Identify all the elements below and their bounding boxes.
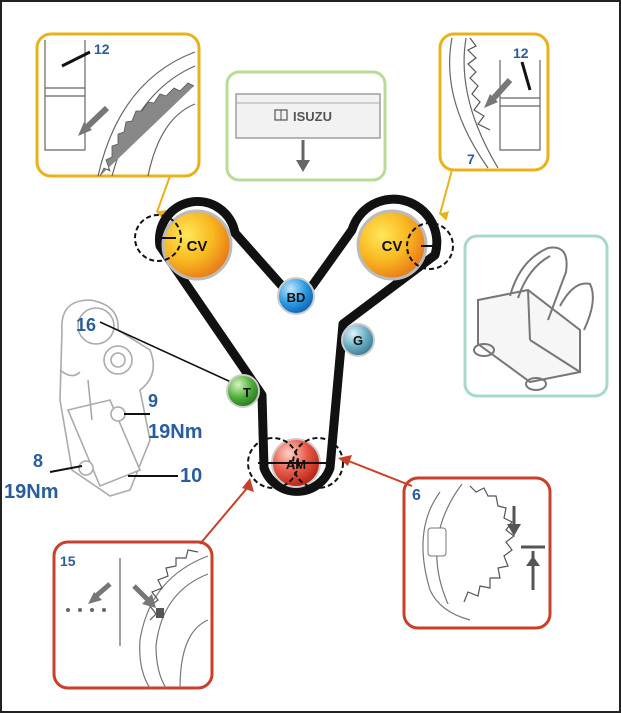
callout-number-a: 12 [513, 45, 529, 61]
yellow-arrow-right [439, 169, 453, 221]
pulley-bd: BD [277, 277, 315, 315]
callout-number: 15 [60, 553, 76, 569]
timing-belt [154, 194, 442, 496]
leader-16 [99, 321, 245, 389]
timing-marks [160, 237, 440, 464]
callout-bottom-right: 6 [402, 476, 552, 630]
pulley-label: BD [287, 290, 306, 305]
tensioner-assembly [59, 299, 155, 497]
label-16: 16 [76, 315, 96, 335]
callout-number: 12 [94, 41, 110, 57]
callout-top-left: 12 [35, 32, 201, 178]
torque-8: 19Nm [4, 481, 58, 503]
down-arrow-icon [296, 160, 310, 172]
callout-bottom-left: 15 [52, 540, 214, 690]
label-10: 10 [180, 465, 202, 487]
mark-line [61, 50, 91, 68]
torque-9: 19Nm [148, 421, 202, 443]
callout-belt-direction: ISUZU [225, 70, 387, 182]
callout-number: 6 [412, 487, 421, 504]
pulley-cv-right: CV [356, 209, 428, 281]
pulley-label: G [353, 333, 363, 348]
red-arrow-right [345, 459, 413, 487]
pulley-t: T [226, 374, 260, 408]
label-9: 9 [148, 391, 158, 411]
pulley-g: G [341, 323, 375, 357]
dots [66, 608, 106, 612]
callout-top-right: 12 7 [438, 32, 550, 172]
callout-number-b: 7 [467, 151, 475, 167]
pulley-label: CV [187, 238, 208, 255]
binder-clip-icon [473, 246, 594, 391]
pulley-label: CV [382, 238, 403, 255]
leader-8 [49, 465, 83, 473]
callout-clip [463, 234, 609, 398]
pulley-label: AM [286, 457, 306, 472]
pulley-cv-left: CV [161, 209, 233, 281]
belt-brand: ISUZU [293, 109, 332, 124]
yellow-arrow-left [156, 175, 171, 220]
red-arrow-left [199, 486, 249, 545]
pulley-label: T [243, 385, 251, 400]
label-8: 8 [33, 451, 43, 471]
